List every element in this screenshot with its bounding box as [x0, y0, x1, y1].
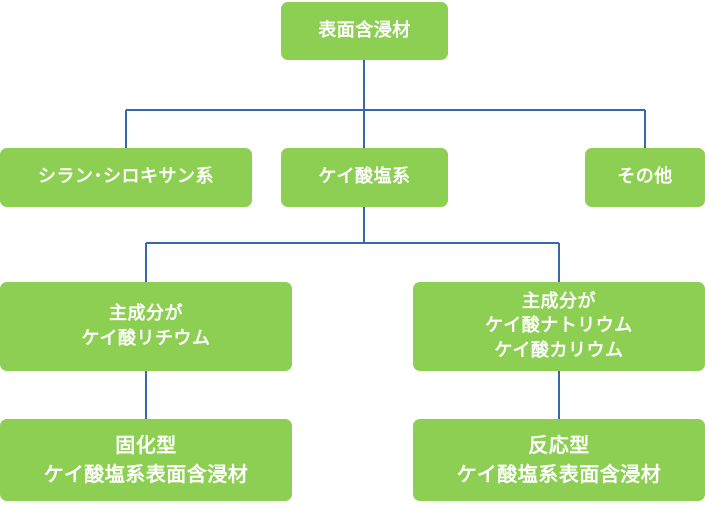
- node-sodium-potassium-silicate: 主成分が ケイ酸ナトリウム ケイ酸カリウム: [413, 282, 705, 371]
- node-lithium-silicate: 主成分が ケイ酸リチウム: [0, 282, 292, 371]
- node-reactive-type: 反応型 ケイ酸塩系表面含浸材: [413, 419, 705, 501]
- node-fixed-type: 固化型 ケイ酸塩系表面含浸材: [0, 419, 292, 501]
- node-other: その他: [585, 148, 705, 207]
- node-label: その他: [617, 166, 673, 188]
- node-label-line: ケイ酸リチウム: [81, 327, 211, 349]
- node-label: 表面含浸材: [318, 19, 411, 41]
- node-label-line: 固化型: [115, 433, 177, 457]
- node-silane-siloxane: シラン･シロキサン系: [0, 148, 252, 207]
- node-silicate: ケイ酸塩系: [281, 148, 448, 207]
- node-label: シラン･シロキサン系: [38, 166, 214, 188]
- node-label-line: 主成分が: [522, 291, 596, 313]
- node-label-line: 反応型: [528, 433, 590, 457]
- node-label-line: ケイ酸塩系表面含浸材: [43, 462, 249, 486]
- node-label-line: 主成分が: [109, 303, 183, 325]
- node-label-line: ケイ酸ナトリウム: [485, 315, 633, 337]
- node-label-line: ケイ酸塩系表面含浸材: [456, 462, 662, 486]
- node-surface-impregnation-material: 表面含浸材: [281, 2, 448, 60]
- node-label: ケイ酸塩系: [318, 166, 411, 188]
- node-label-line: ケイ酸カリウム: [494, 339, 624, 361]
